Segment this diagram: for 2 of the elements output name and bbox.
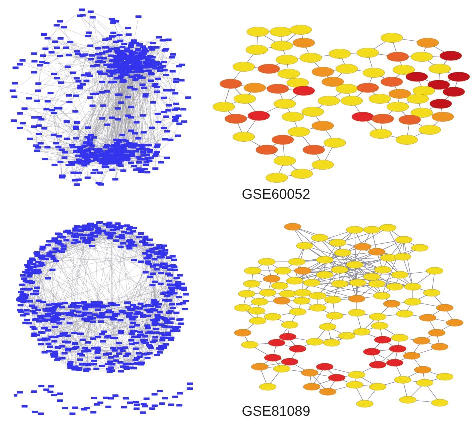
dataset-label: GSE60052 <box>242 186 310 202</box>
dataset-label: GSE81089 <box>242 403 310 419</box>
